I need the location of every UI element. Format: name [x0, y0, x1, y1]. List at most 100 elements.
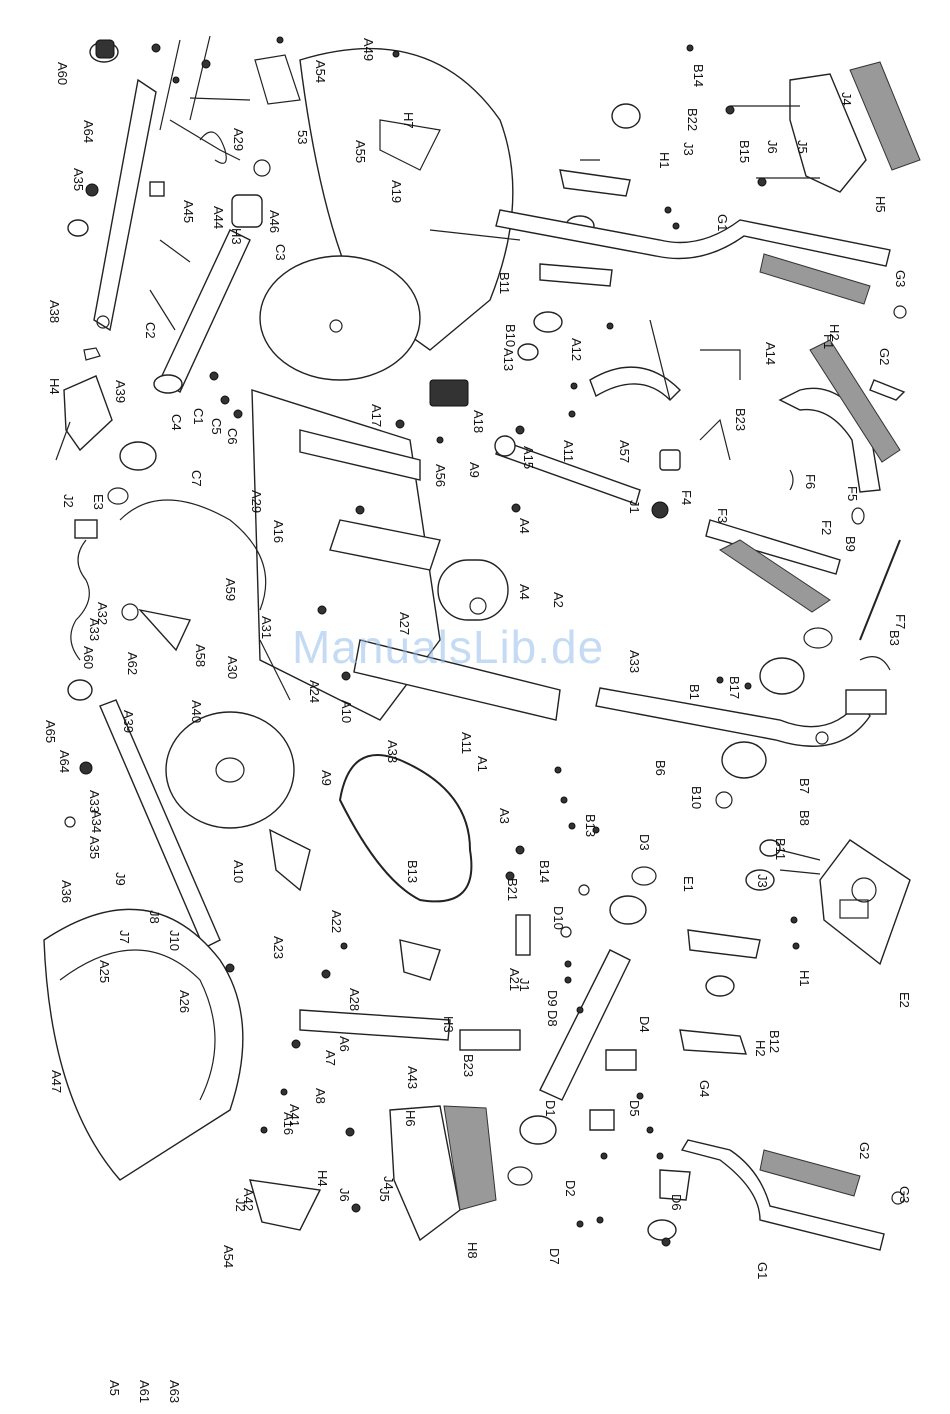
- part-label: A54: [221, 1245, 236, 1268]
- part-label: A33: [87, 790, 102, 813]
- part-label: A25: [97, 960, 112, 983]
- part-label: J1: [627, 500, 642, 514]
- part-label: F1: [821, 334, 836, 349]
- part-label: J5: [795, 140, 810, 154]
- part-label: J2: [233, 1198, 248, 1212]
- part-label: A8: [313, 1088, 328, 1104]
- part-label: B15: [737, 140, 752, 163]
- part-label: C1: [191, 408, 206, 425]
- part-label: B14: [537, 860, 552, 883]
- part-label: J9: [113, 872, 128, 886]
- part-label: A58: [193, 644, 208, 667]
- seat-handle: [705, 339, 906, 649]
- part-label: J2: [61, 494, 76, 508]
- part-label: G4: [697, 1080, 712, 1097]
- part-label: H2: [827, 324, 842, 341]
- part-label: A29: [231, 128, 246, 151]
- part-label: A13: [501, 348, 516, 371]
- part-label: A9: [319, 770, 334, 786]
- part-label: B10: [689, 786, 704, 809]
- part-label: E3: [91, 494, 106, 510]
- upper-handlebar: [495, 209, 907, 319]
- part-label: A38: [47, 300, 62, 323]
- part-label: B10: [503, 324, 518, 347]
- part-label: B7: [797, 778, 812, 794]
- seat-post: [507, 866, 657, 1186]
- part-label: A23: [271, 936, 286, 959]
- part-label: H3: [229, 228, 244, 245]
- part-label: A55: [353, 140, 368, 163]
- part-label: G3: [897, 1186, 912, 1203]
- part-label: H5: [873, 196, 888, 213]
- lower-pedal: [389, 1105, 497, 1242]
- part-label: B13: [405, 860, 420, 883]
- part-label: A11: [459, 732, 474, 754]
- upper-pedal: [730, 61, 921, 193]
- part-label: A18: [471, 410, 486, 433]
- part-label: F2: [819, 520, 834, 535]
- part-label: A11: [561, 440, 576, 462]
- part-label: H6: [403, 1110, 418, 1127]
- lower-handle-bracket: [679, 839, 781, 1055]
- part-label: A63: [167, 1380, 182, 1403]
- part-label: A46: [267, 210, 282, 233]
- part-label: A1: [475, 756, 490, 772]
- part-label: B1: [687, 684, 702, 700]
- part-label: H4: [315, 1170, 330, 1187]
- part-label: G3: [893, 270, 908, 287]
- left-lower-arm: [64, 679, 311, 949]
- part-label: H2: [753, 1040, 768, 1057]
- part-label: J7: [117, 930, 132, 944]
- upper-bracket: [494, 319, 741, 519]
- part-label: G1: [755, 1262, 770, 1279]
- part-label: D9: [545, 990, 560, 1007]
- part-label: J10: [167, 930, 182, 951]
- watermark: ManualsLib.de: [292, 621, 605, 673]
- part-label: D2: [563, 1180, 578, 1197]
- part-label: A35: [87, 836, 102, 859]
- part-label: H1: [797, 970, 812, 987]
- part-label: A9: [467, 462, 482, 478]
- main-frame: [251, 379, 561, 721]
- part-label: 53: [295, 130, 310, 144]
- part-label: A34: [89, 810, 104, 833]
- part-label: A40: [189, 700, 204, 723]
- part-label: A59: [223, 578, 238, 601]
- part-label: C7: [189, 470, 204, 487]
- part-label: A41: [287, 1104, 302, 1127]
- part-label: J1: [517, 978, 532, 992]
- part-label: C4: [169, 414, 184, 431]
- part-label: C6: [225, 428, 240, 445]
- lower-handlebar: [647, 1139, 905, 1251]
- part-label: D10: [551, 906, 566, 930]
- part-label: B21: [505, 878, 520, 901]
- part-label: A43: [405, 1066, 420, 1089]
- part-label: A7: [323, 1050, 338, 1066]
- part-label: B17: [727, 676, 742, 699]
- part-label: A19: [389, 180, 404, 203]
- part-label: A42: [241, 1188, 256, 1211]
- part-label: A64: [81, 120, 96, 143]
- part-label: G2: [877, 348, 892, 365]
- part-label: F6: [803, 474, 818, 489]
- part-label: J4: [381, 1176, 396, 1190]
- part-label: D4: [637, 1016, 652, 1033]
- part-label: C5: [209, 418, 224, 435]
- part-label: D1: [543, 1100, 558, 1117]
- part-label: A12: [569, 338, 584, 361]
- part-label: H3: [441, 1016, 456, 1033]
- part-label: A31: [259, 616, 274, 639]
- part-label: A64: [57, 750, 72, 773]
- part-label: A3: [497, 808, 512, 824]
- lower-shroud: [43, 908, 322, 1231]
- part-label: A33: [385, 740, 400, 763]
- part-label: A15: [521, 446, 536, 469]
- part-label: F5: [845, 486, 860, 501]
- part-label: J4: [839, 92, 854, 106]
- part-label: A33: [627, 650, 642, 673]
- part-label: A5: [107, 1380, 122, 1396]
- part-label: A62: [125, 652, 140, 675]
- part-label: D7: [547, 1248, 562, 1265]
- part-label: A14: [763, 342, 778, 365]
